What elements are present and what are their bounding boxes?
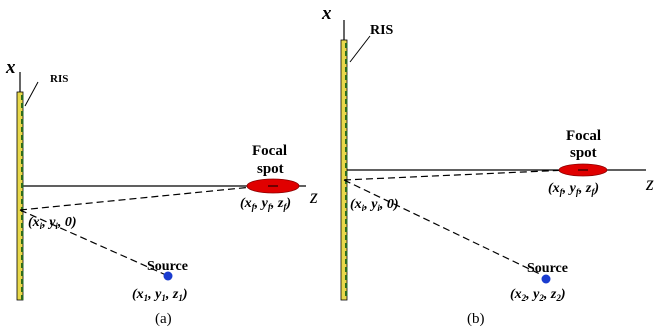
dashed-line-to-focal (343, 169, 569, 181)
ris-element (21, 183, 24, 188)
ris-element (21, 295, 24, 300)
ris-element (21, 263, 24, 268)
ris-element (21, 159, 24, 164)
source-label: Source (527, 261, 568, 276)
ris-element (345, 187, 348, 192)
z-axis-label: z (309, 186, 318, 208)
ris-element (345, 195, 348, 200)
focal-label-line2: spot (570, 145, 597, 161)
ris-pointer-line (349, 35, 371, 63)
ris-element (21, 135, 24, 140)
element-coords: (xi, yi, 0) (28, 215, 77, 231)
ris-pointer-line (24, 81, 39, 107)
dashed-line-to-source (343, 179, 543, 276)
source-point-icon (163, 271, 173, 281)
focal-label-line2: spot (257, 161, 284, 177)
ris-element (345, 251, 348, 256)
ris-element (345, 259, 348, 264)
z-axis-label: z (645, 173, 654, 195)
ris-element (345, 91, 348, 96)
ris-element (21, 167, 24, 172)
source-point-icon (541, 274, 551, 284)
focal-coords: (xf, yf, zf) (240, 196, 291, 212)
element-coords: (xi, yi, 0) (350, 197, 399, 213)
ris-element (345, 291, 348, 296)
ris-element (345, 43, 348, 48)
source-label: Source (147, 259, 188, 274)
x-axis-label: x (321, 3, 332, 24)
ris-element (345, 155, 348, 160)
caption-a: (a) (155, 311, 172, 327)
ris-element (21, 103, 24, 108)
ris-label: RIS (370, 23, 394, 38)
dashed-line-to-source (19, 209, 167, 276)
ris-element (21, 231, 24, 236)
focal-coords: (xf, yf, zf) (548, 181, 599, 197)
dashed-line-to-focal (19, 185, 263, 211)
ris-element (21, 271, 24, 276)
focal-label-line1: Focal (252, 143, 287, 159)
source-coords: (x2, y2, z2) (510, 287, 566, 303)
ris-element (21, 239, 24, 244)
x-axis-label: x (5, 57, 16, 78)
ris-element (345, 147, 348, 152)
ris-element (345, 211, 348, 216)
ris-element (21, 119, 24, 124)
ris-label: RIS (50, 73, 68, 85)
ris-element (345, 59, 348, 64)
panel-a: x z RIS Focal spot (xf, yf, zf) (xi, yi,… (5, 57, 318, 327)
ris-element (21, 199, 24, 204)
ris-element (345, 139, 348, 144)
ris-element (21, 279, 24, 284)
ris-element (345, 51, 348, 56)
ris-element (345, 275, 348, 280)
ris-element (345, 163, 348, 168)
ris-element (345, 219, 348, 224)
ris-element (21, 95, 24, 100)
ris-element (21, 143, 24, 148)
ris-element (345, 99, 348, 104)
ris-element (345, 107, 348, 112)
ris-element (21, 255, 24, 260)
ris-element (345, 115, 348, 120)
ris-element (21, 111, 24, 116)
ris-element (345, 171, 348, 176)
source-coords: (x1, y1, z1) (132, 287, 188, 303)
ris-element (21, 191, 24, 196)
ris-element (21, 287, 24, 292)
ris-element (21, 175, 24, 180)
ris-panel-icon (340, 39, 348, 301)
ris-element (345, 227, 348, 232)
ris-element (345, 243, 348, 248)
ris-element (345, 123, 348, 128)
ris-element (345, 267, 348, 272)
ris-element (345, 83, 348, 88)
ris-element (345, 283, 348, 288)
caption-b: (b) (467, 311, 485, 327)
ris-element (21, 127, 24, 132)
ris-element (21, 151, 24, 156)
ris-element (21, 223, 24, 228)
ris-element (345, 203, 348, 208)
ris-element (345, 235, 348, 240)
ris-element (345, 131, 348, 136)
ris-element (21, 215, 24, 220)
focal-label-line1: Focal (566, 128, 601, 144)
ris-panel-icon (16, 91, 24, 301)
ris-element (345, 75, 348, 80)
ris-element (345, 67, 348, 72)
ris-element (21, 247, 24, 252)
ris-elements (345, 43, 348, 296)
panel-b: x z RIS Focal spot (xf, yf, zf) (xi, yi,… (321, 3, 654, 327)
